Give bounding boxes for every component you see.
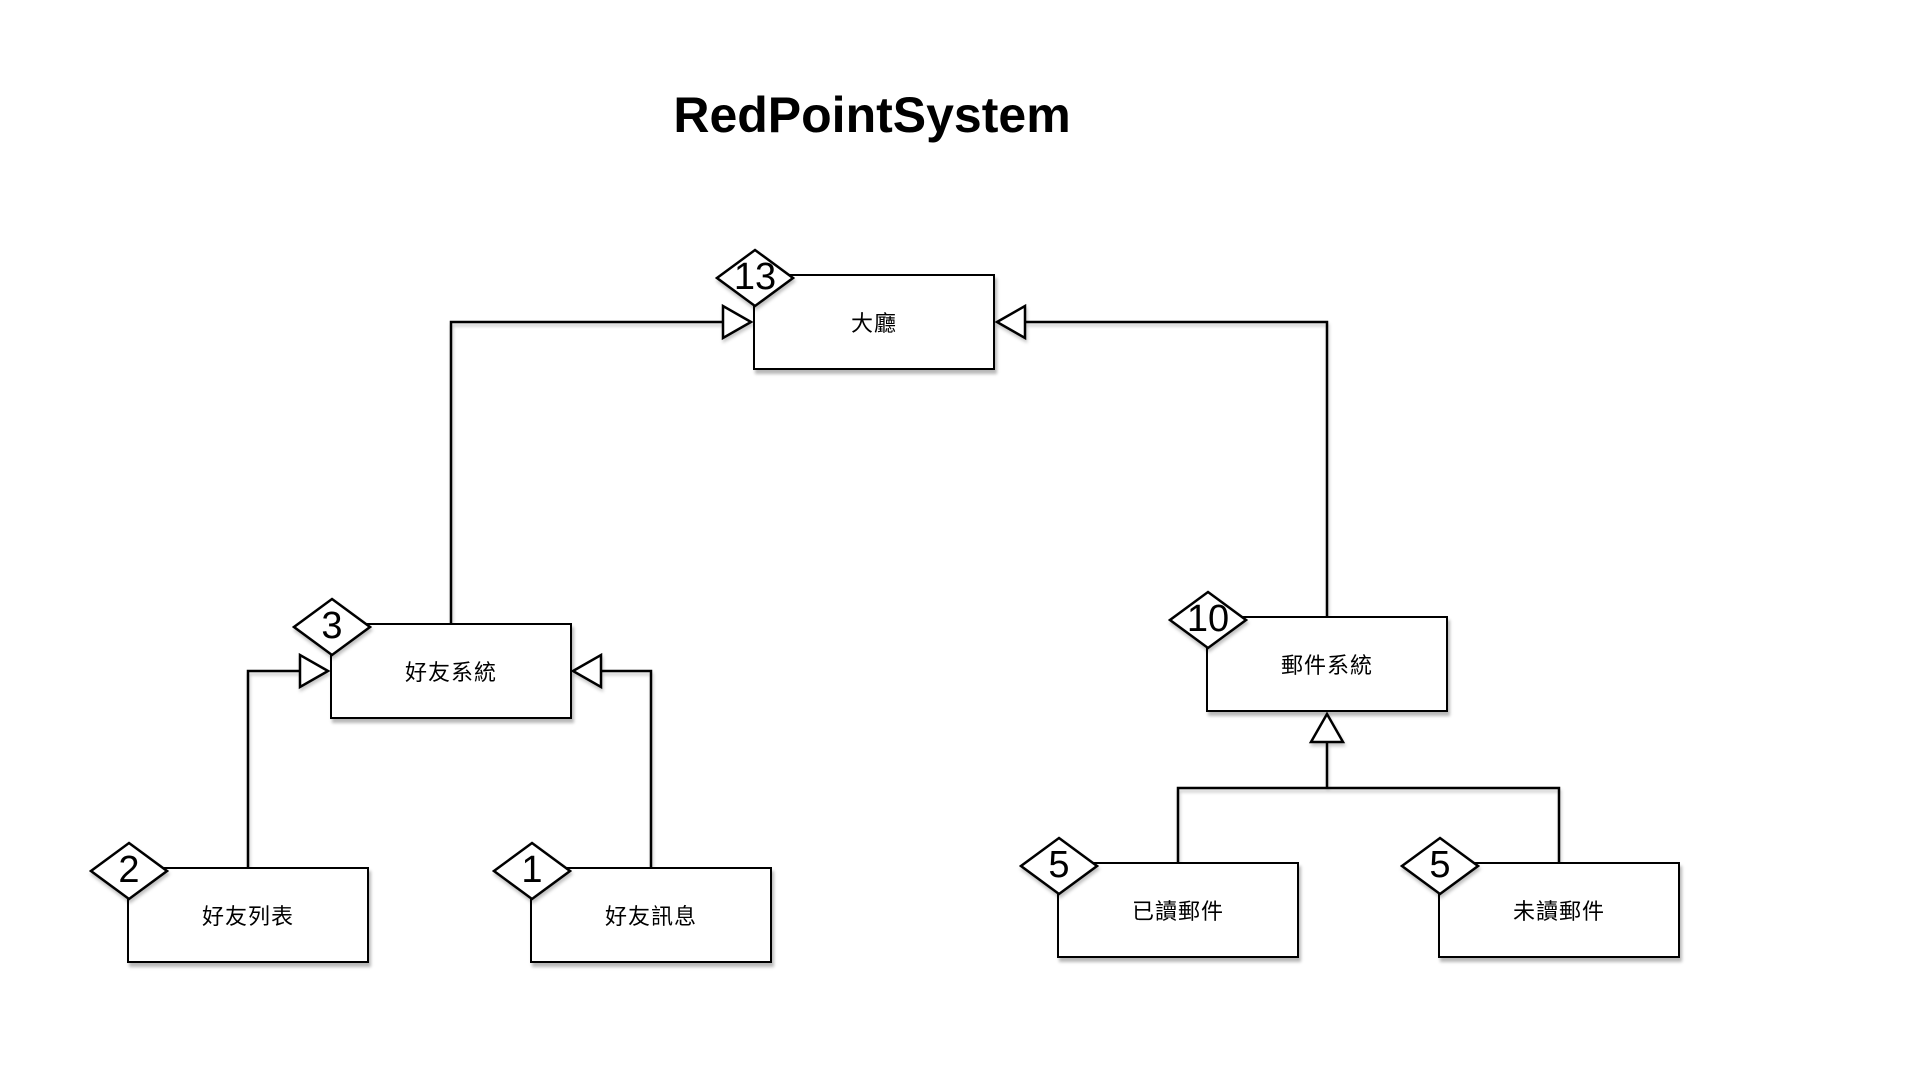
arrowhead-icon bbox=[570, 652, 603, 690]
badge-friend-list: 2 bbox=[89, 841, 169, 901]
edge-friend-system-to-lobby bbox=[449, 303, 754, 623]
diamond-badge-icon bbox=[1168, 590, 1248, 650]
badge-count: 3 bbox=[321, 605, 343, 647]
badge-mail-system: 10 bbox=[1168, 590, 1248, 650]
arrowhead-icon bbox=[721, 303, 754, 341]
diamond-badge-icon bbox=[492, 841, 572, 901]
node-label: 大廳 bbox=[850, 311, 897, 336]
node-box-lobby: 大廳 bbox=[753, 274, 995, 370]
edge-friend-message-to-friend-system bbox=[570, 652, 653, 867]
badge-count: 1 bbox=[521, 849, 543, 891]
node-box-unread-mail: 未讀郵件 bbox=[1438, 862, 1680, 958]
badge-lobby: 13 bbox=[715, 248, 795, 308]
arrowhead-icon bbox=[994, 303, 1027, 341]
diamond-badge-icon bbox=[1019, 836, 1099, 896]
arrowhead-icon bbox=[298, 652, 331, 690]
edge-line bbox=[246, 669, 301, 867]
edge-mail-children-to-mail-system bbox=[1176, 711, 1561, 862]
diamond-badge-icon bbox=[89, 841, 169, 901]
badge-read-mail: 5 bbox=[1019, 836, 1099, 896]
node-label: 好友訊息 bbox=[604, 904, 697, 929]
badge-count: 5 bbox=[1048, 844, 1070, 886]
node-unread-mail: 未讀郵件 5 bbox=[1400, 836, 1680, 958]
node-label: 已讀郵件 bbox=[1131, 899, 1224, 924]
node-read-mail: 已讀郵件 5 bbox=[1019, 836, 1299, 958]
node-box-friend-message: 好友訊息 bbox=[530, 867, 772, 963]
node-box-friend-list: 好友列表 bbox=[127, 867, 369, 963]
node-friend-message: 好友訊息 1 bbox=[492, 841, 772, 963]
edge-line bbox=[1025, 320, 1329, 616]
edge-mail-system-to-lobby bbox=[994, 303, 1329, 616]
arrowhead-icon bbox=[1308, 711, 1346, 744]
diamond-badge-icon bbox=[292, 597, 372, 657]
node-friend-list: 好友列表 2 bbox=[89, 841, 369, 963]
node-label: 郵件系統 bbox=[1280, 653, 1373, 678]
badge-count: 2 bbox=[118, 849, 140, 891]
badge-friend-message: 1 bbox=[492, 841, 572, 901]
node-box-read-mail: 已讀郵件 bbox=[1057, 862, 1299, 958]
diagram-title: RedPointSystem bbox=[673, 87, 1071, 143]
node-lobby: 大廳 13 bbox=[715, 248, 995, 370]
node-friend-system: 好友系統 3 bbox=[292, 597, 572, 719]
diamond-badge-icon bbox=[715, 248, 795, 308]
edge-friend-list-to-friend-system bbox=[246, 652, 331, 867]
edge-line bbox=[600, 669, 653, 867]
diamond-badge-icon bbox=[1400, 836, 1480, 896]
node-mail-system: 郵件系統 10 bbox=[1168, 590, 1448, 712]
node-label: 未讀郵件 bbox=[1512, 899, 1605, 924]
badge-count: 5 bbox=[1429, 844, 1451, 886]
node-box-friend-system: 好友系統 bbox=[330, 623, 572, 719]
node-label: 好友系統 bbox=[404, 660, 497, 685]
node-label: 好友列表 bbox=[201, 904, 294, 929]
badge-count: 10 bbox=[1186, 598, 1230, 640]
badge-count: 13 bbox=[733, 256, 777, 298]
edge-line bbox=[449, 320, 724, 623]
node-box-mail-system: 郵件系統 bbox=[1206, 616, 1448, 712]
edge-line bbox=[1176, 742, 1561, 862]
badge-unread-mail: 5 bbox=[1400, 836, 1480, 896]
badge-friend-system: 3 bbox=[292, 597, 372, 657]
